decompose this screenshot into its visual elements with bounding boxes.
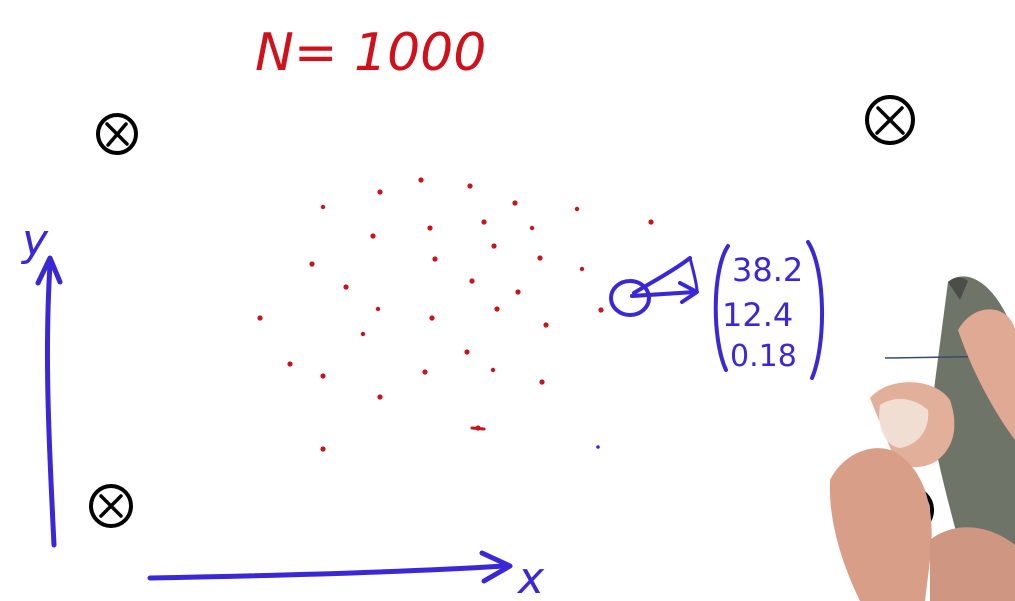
particle <box>490 367 496 373</box>
particle <box>422 369 428 375</box>
landmark-bottom-left <box>89 484 133 528</box>
particle <box>360 331 366 337</box>
particle <box>543 322 549 328</box>
particle <box>467 183 473 189</box>
particle <box>343 284 349 290</box>
landmark-top-left <box>96 113 138 155</box>
particle <box>320 204 326 210</box>
particle <box>598 307 604 313</box>
particle <box>648 219 654 225</box>
x-axis-label: x <box>516 553 545 601</box>
particle <box>427 225 433 231</box>
particle <box>370 233 376 239</box>
x-axis <box>147 550 513 584</box>
state-vector: 38.2 12.4 0.18 <box>713 240 825 380</box>
particle <box>320 446 326 452</box>
particle <box>494 306 500 312</box>
particle <box>481 219 487 225</box>
particle <box>429 315 435 321</box>
y-axis <box>35 255 63 548</box>
particle <box>491 243 497 249</box>
particle <box>579 266 585 272</box>
landmark-top-right <box>865 95 915 145</box>
particle <box>469 278 475 284</box>
particle <box>257 315 263 321</box>
state-value-x: 38.2 <box>732 251 803 289</box>
particle <box>512 200 518 206</box>
robot-pose <box>609 256 699 317</box>
state-value-y: 12.4 <box>722 296 793 334</box>
particle-cloud <box>257 177 654 452</box>
particle <box>529 225 535 231</box>
particle <box>320 373 326 379</box>
particle <box>309 261 315 267</box>
particle <box>464 349 470 355</box>
particle <box>377 189 383 195</box>
particle <box>515 289 521 295</box>
y-axis-label: y <box>20 215 49 266</box>
particle <box>470 426 486 431</box>
particle <box>375 306 381 312</box>
particle <box>539 379 545 385</box>
state-value-heading: 0.18 <box>730 339 797 374</box>
particle <box>537 255 543 261</box>
stray-mark <box>596 445 600 449</box>
particle <box>418 177 424 183</box>
particle <box>287 361 293 367</box>
hand-with-pen <box>829 276 1015 601</box>
particle <box>574 206 580 212</box>
particle <box>377 394 383 400</box>
heading-text: N= 1000 <box>255 23 486 83</box>
particle <box>432 256 438 262</box>
